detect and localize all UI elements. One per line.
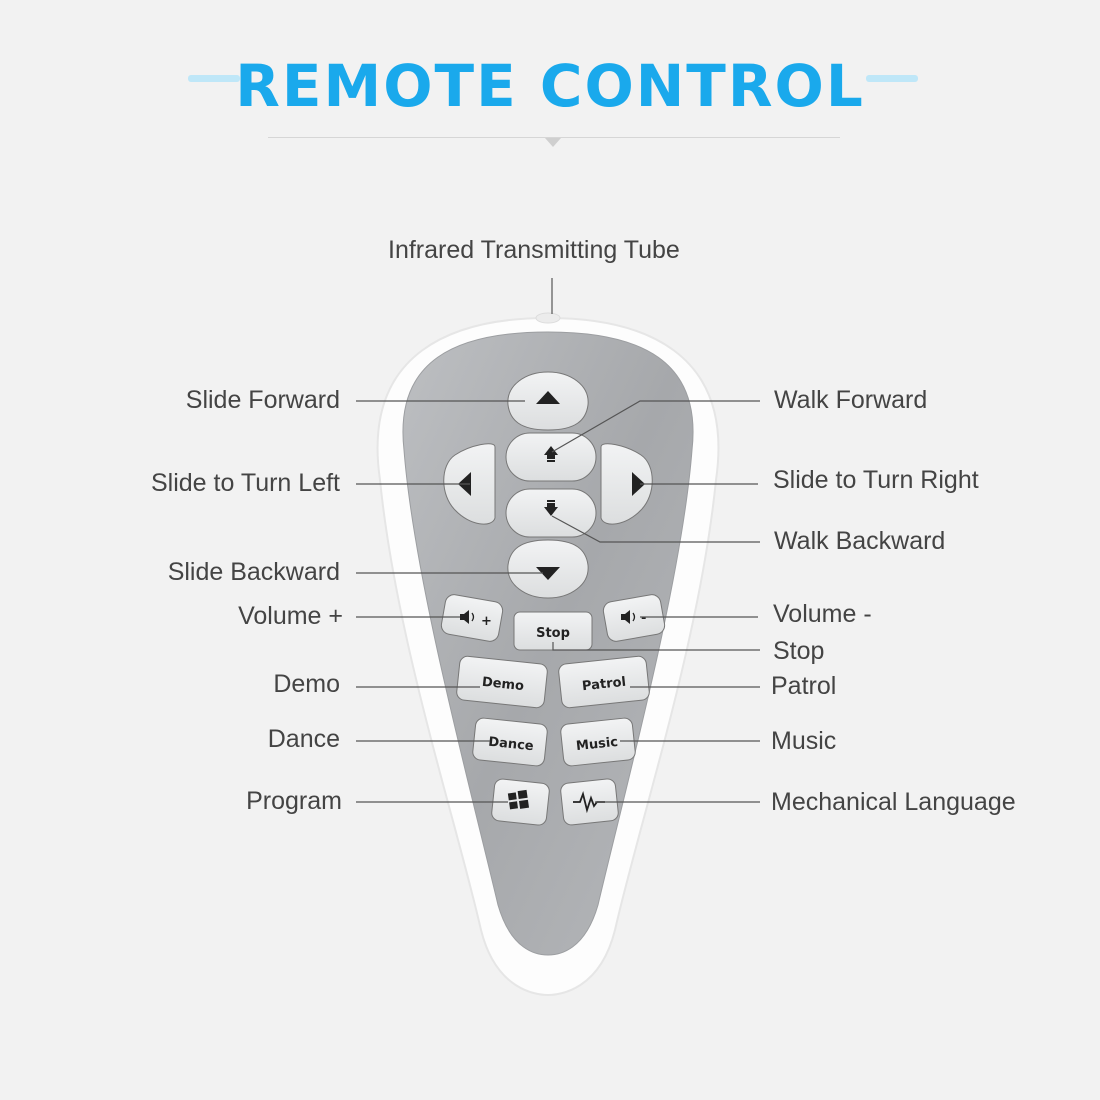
title-caret (545, 138, 561, 147)
label-walk-forward: Walk Forward (774, 386, 928, 414)
label-slide-forward: Slide Forward (185, 386, 340, 414)
label-volume-up: Volume + (238, 602, 343, 630)
volume-up-button (440, 594, 504, 642)
label-slide-backward: Slide Backward (167, 558, 340, 586)
windows-icon (507, 789, 530, 810)
patrol-button-label: Patrol (581, 675, 626, 695)
waveform-icon (573, 790, 605, 814)
demo-button-label: Demo (481, 675, 524, 694)
title-dash-left (188, 75, 240, 82)
patrol-button (558, 655, 650, 709)
slide-turn-right-button (600, 443, 653, 525)
label-slide-turn-left: Slide to Turn Left (150, 469, 340, 497)
music-button (560, 717, 636, 767)
label-infrared-tube: Infrared Transmitting Tube (388, 236, 680, 264)
title-dash-right (866, 75, 918, 82)
label-patrol: Patrol (771, 672, 837, 700)
label-dance: Dance (267, 725, 340, 753)
stop-button-label: Stop (536, 626, 570, 641)
dance-button (472, 717, 548, 767)
volume-down-sign: - (641, 611, 646, 626)
label-volume-down: Volume - (773, 600, 872, 628)
infrared-tube (535, 312, 561, 324)
right-triangle-icon (632, 472, 645, 496)
label-mechanical-language: Mechanical Language (771, 788, 1016, 816)
label-demo: Demo (273, 670, 340, 698)
up-triangle-icon (536, 391, 560, 404)
music-button-label: Music (575, 735, 618, 754)
page-title: REMOTE CONTROL (235, 52, 865, 120)
label-slide-turn-right: Slide to Turn Right (773, 466, 979, 494)
speaker-icon-left (460, 610, 475, 624)
label-stop: Stop (773, 637, 825, 665)
walk-forward-arrow-icon (544, 446, 558, 462)
label-walk-backward: Walk Backward (774, 527, 946, 555)
walk-backward-arrow-icon (544, 500, 558, 516)
title-divider (268, 137, 840, 138)
volume-up-sign: + (481, 614, 492, 629)
down-triangle-icon (536, 567, 560, 580)
speaker-icon-right (621, 610, 636, 624)
demo-button (456, 655, 548, 709)
leader-lines (356, 278, 760, 803)
label-music: Music (771, 727, 837, 755)
dance-button-label: Dance (488, 735, 535, 755)
label-program: Program (246, 787, 342, 815)
